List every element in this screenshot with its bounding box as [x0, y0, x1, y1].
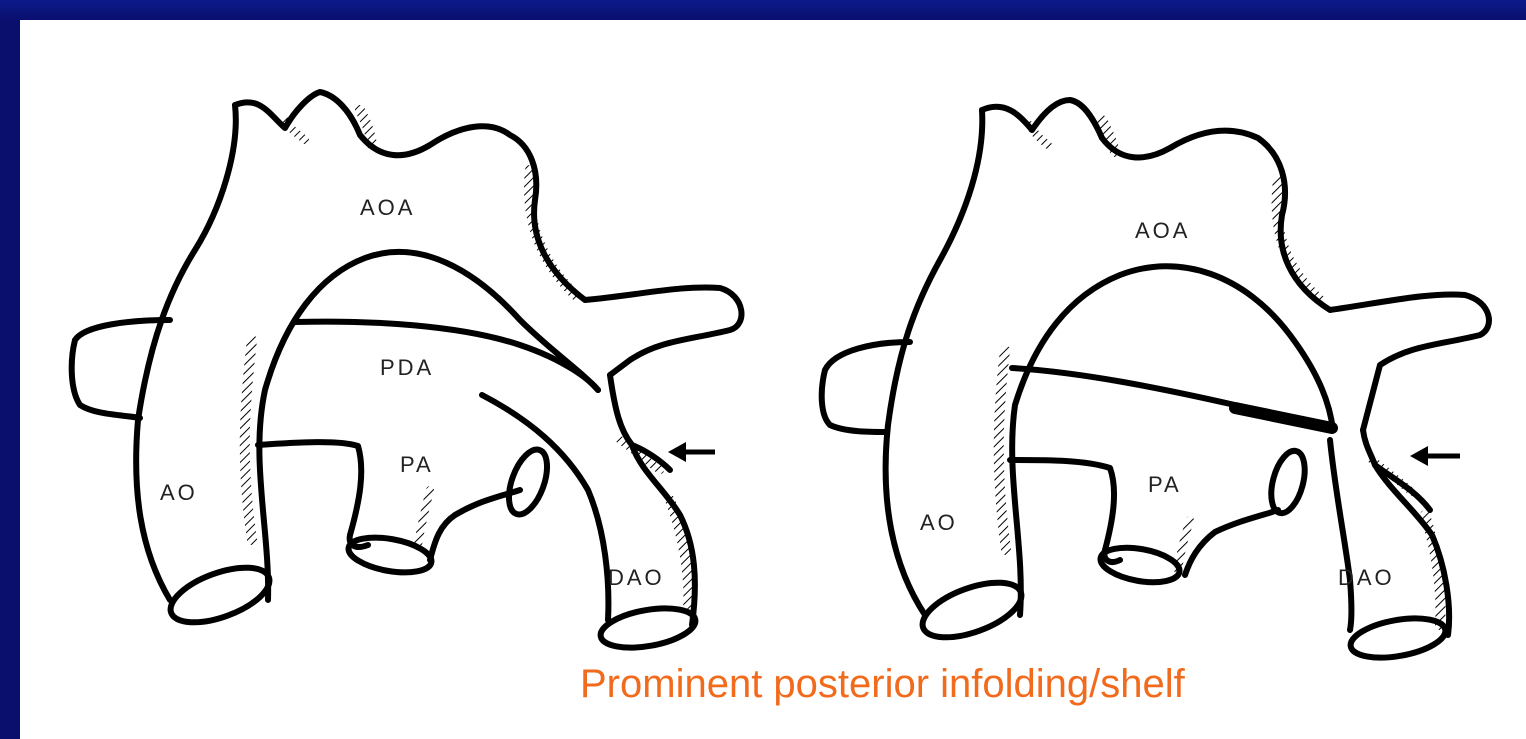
- aortic-arch-diagrams: AOA PDA PA AO DAO: [20, 20, 1526, 739]
- right-aorta-outline: [982, 100, 1489, 430]
- slide-top-border: [0, 0, 1526, 20]
- caption: Prominent posterior infolding/shelf: [580, 662, 1185, 707]
- left-label-dao: DAO: [608, 565, 665, 590]
- left-aorta-outline: [235, 92, 741, 375]
- right-label-dao: DAO: [1338, 565, 1395, 590]
- left-label-ao: AO: [160, 480, 198, 505]
- left-label-pa: PA: [400, 452, 434, 477]
- left-shelf-arrow: [668, 442, 715, 462]
- right-pa-orifice: [1098, 542, 1182, 587]
- left-ao-orifice: [164, 557, 277, 634]
- left-label-aoa: AOA: [360, 195, 415, 220]
- right-label-ao: AO: [920, 510, 958, 535]
- right-pulmonary-artery: [1010, 460, 1120, 562]
- figure-canvas: AOA PDA PA AO DAO: [20, 20, 1526, 739]
- left-label-pda: PDA: [380, 355, 434, 380]
- right-ao-orifice: [916, 572, 1029, 649]
- right-dao-orifice: [1348, 612, 1449, 664]
- right-shelf-arrow: [1410, 446, 1460, 466]
- right-label-pa: PA: [1148, 472, 1182, 497]
- right-label-aoa: AOA: [1135, 218, 1190, 243]
- left-pulmonary-artery: [258, 442, 368, 547]
